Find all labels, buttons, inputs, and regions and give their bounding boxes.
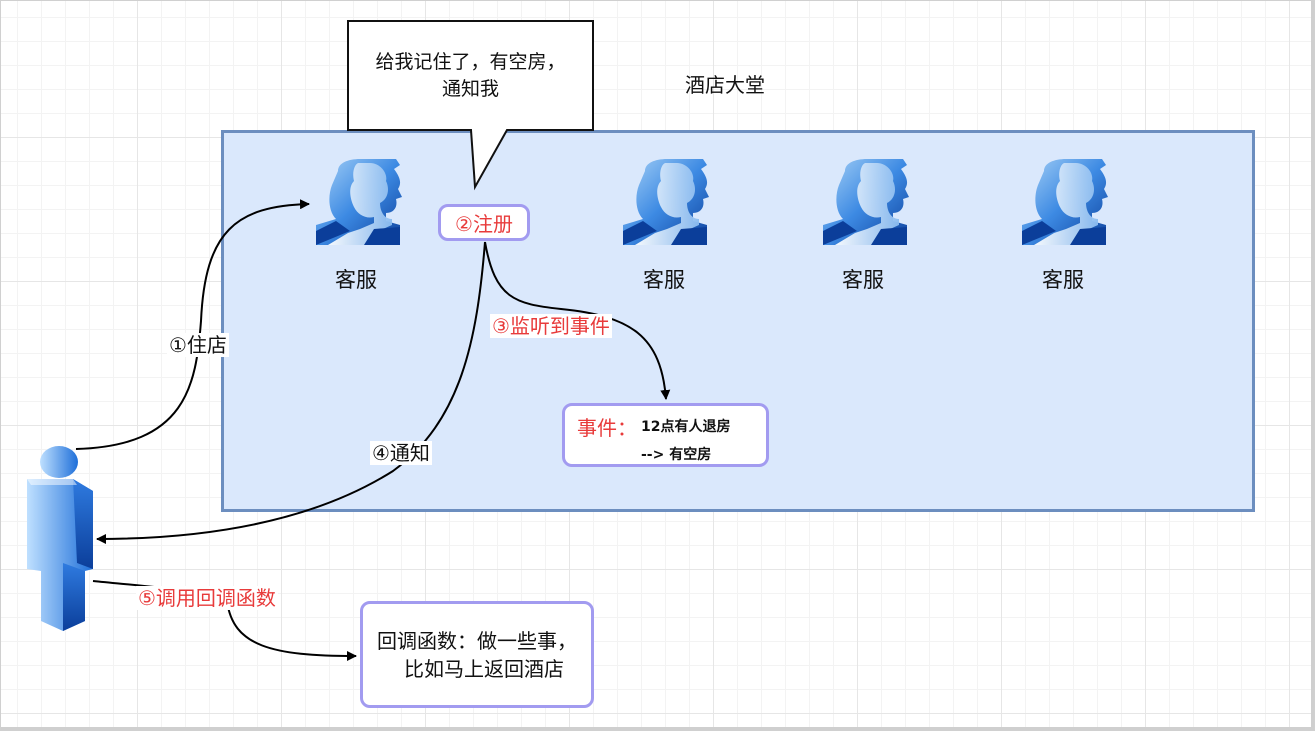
customer-service-icon <box>823 159 909 245</box>
event-box: 事件： 12点有人退房 --> 有空房 <box>562 403 769 467</box>
speech-bubble-text: 给我记住了，有空房， 通知我 <box>348 49 593 103</box>
event-tag: 事件： <box>577 416 637 440</box>
event-line: --> 有空房 <box>641 447 712 463</box>
step-listen-label: ③监听到事件 <box>490 314 612 338</box>
edge-check-in <box>75 199 310 450</box>
agent-label: 客服 <box>643 268 685 292</box>
user-icon <box>27 446 93 631</box>
agent-label: 客服 <box>842 268 884 292</box>
speech-bubble-line: 通知我 <box>441 78 499 100</box>
step-check-in-label: ①住店 <box>167 333 229 357</box>
callback-line: 比如马上返回酒店 <box>404 656 564 681</box>
step-callback-label: ⑤调用回调函数 <box>136 586 278 610</box>
register-label: ②注册 <box>455 212 513 236</box>
speech-bubble-line: 给我记住了，有空房， <box>375 51 566 73</box>
event-line: 12点有人退房 <box>641 419 731 435</box>
callback-box: 回调函数：做一些事， 比如马上返回酒店 <box>360 601 594 708</box>
agent-label: 客服 <box>335 268 377 292</box>
agent-label: 客服 <box>1042 268 1084 292</box>
speech-bubble <box>347 20 594 191</box>
edge-listen <box>484 241 671 400</box>
customer-service-icon <box>316 159 402 245</box>
customer-service-icon <box>623 159 709 245</box>
customer-service-icon <box>1022 159 1108 245</box>
step-notify-label: ④通知 <box>370 441 432 465</box>
register-box: ②注册 <box>438 204 530 241</box>
hotel-lobby-title: 酒店大堂 <box>685 73 765 97</box>
edge-notify <box>96 241 486 544</box>
callback-line: 回调函数：做一些事， <box>377 628 577 653</box>
